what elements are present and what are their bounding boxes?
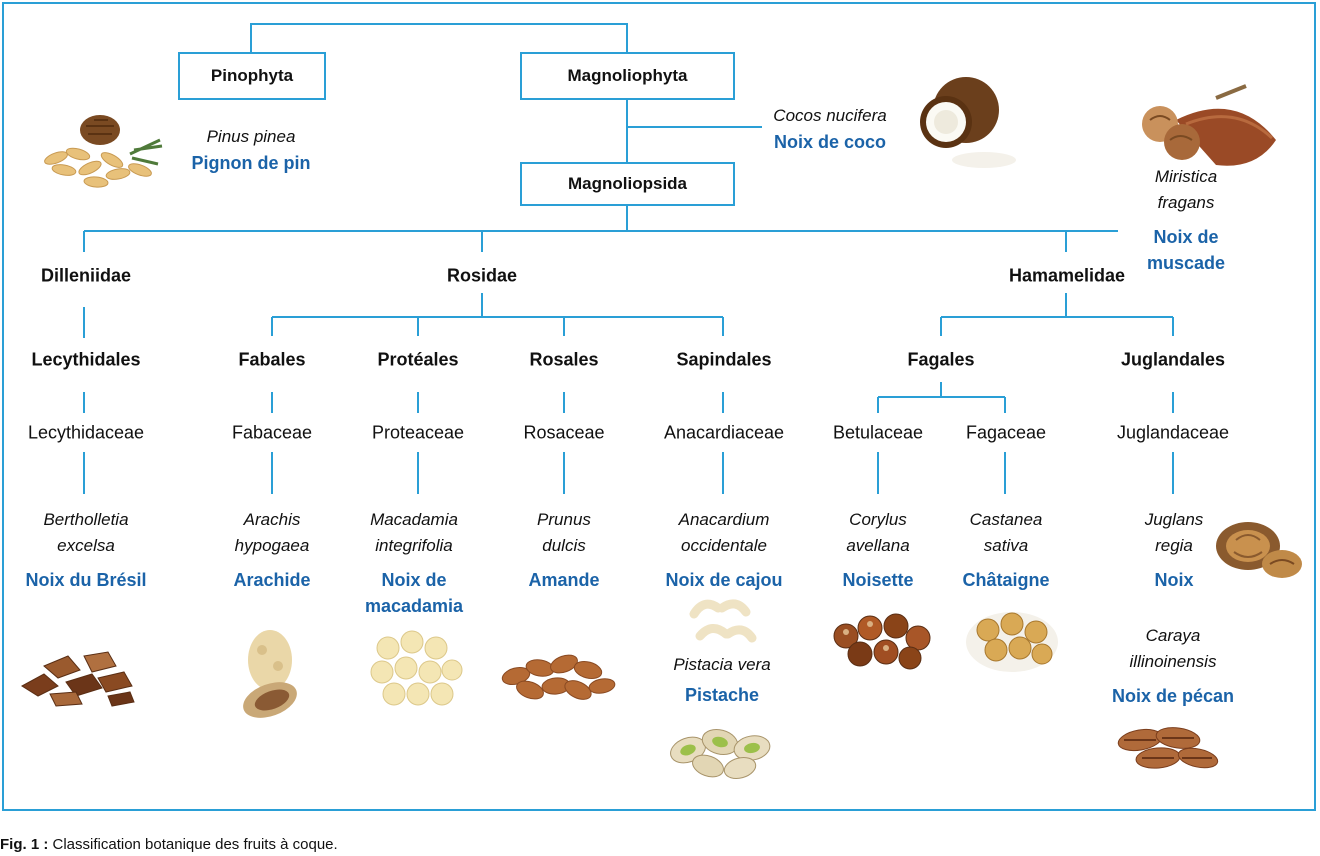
latin-name: Pinus pinea [206,127,296,146]
species-macadamia: Macadamia integrifolia Noix de macadamia [365,507,463,619]
latin-name-line1: Juglans [1144,510,1204,529]
latin-name-line1: Corylus [849,510,907,529]
family-betulaceae: Betulaceae [832,422,924,443]
order-rosales: Rosales [529,349,599,370]
latin-name-line2: occidentale [680,536,767,555]
common-name: Pignon de pin [191,153,311,173]
brazil-nuts-image [21,651,135,707]
family-juglandaceae: Juglandaceae [1116,422,1230,443]
species-pinus-pinea: Pinus pinea Pignon de pin [192,124,311,176]
latin-name-line1: Caraya [1145,626,1201,645]
walnut-image [1216,522,1302,578]
common-name: Noix de pécan [1111,686,1235,706]
coconut-image [920,77,1016,168]
common-name: Noisette [842,570,914,590]
chestnut-image [966,612,1058,672]
species-cocos-nucifera: Cocos nucifera Noix de coco [773,103,886,155]
latin-name: Pistacia vera [673,655,771,674]
species-caraya: Caraya illinoinensis Noix de pécan [1112,623,1234,709]
common-name-line2: macadamia [364,596,464,616]
family-fabaceae: Fabaceae [231,422,313,443]
class-magnoliopsida-label: Magnoliopsida [568,174,687,193]
peanut-image [243,630,297,718]
common-name: Arachide [233,570,311,590]
species-miristica-fragans: Miristica fragans Noix de muscade [1147,164,1225,276]
figure-caption-text: Classification botanique des fruits à co… [52,836,338,853]
latin-name-line1: Macadamia [370,510,458,529]
species-juglans: Juglans regia Noix [1145,507,1204,593]
division-magnoliophyta-label: Magnoliophyta [567,66,688,85]
common-name: Noix [1154,570,1194,590]
macadamia-image [370,630,463,706]
nutmeg-image [1142,84,1276,166]
family-rosaceae: Rosaceae [523,422,605,443]
common-name: Châtaigne [962,570,1050,590]
almond-image [501,654,616,700]
order-lecythidales: Lecythidales [31,349,141,370]
class-magnoliopsida-box: Magnoliopsida [520,162,735,206]
latin-name: Cocos nucifera [773,106,887,125]
latin-name-line2: excelsa [57,536,115,555]
latin-name-line1: Arachis [243,510,301,529]
latin-name-line2: fragans [1157,193,1215,212]
order-juglandales: Juglandales [1120,349,1226,370]
pistachio-image [670,729,771,780]
figure-caption-label: Fig. 1 : [0,836,49,853]
order-sapindales: Sapindales [676,349,772,370]
common-name: Noix du Brésil [25,570,147,590]
latin-name-line1: Anacardium [678,510,770,529]
pine-nuts-image [44,115,163,188]
division-magnoliophyta-box: Magnoliophyta [520,52,735,100]
order-proteales: Protéales [377,349,459,370]
latin-name-line2: illinoinensis [1129,652,1217,671]
order-fabales: Fabales [238,349,306,370]
order-fagales: Fagales [907,349,975,370]
latin-name-line1: Prunus [537,510,591,529]
latin-name-line2: hypogaea [234,536,310,555]
division-pinophyta-label: Pinophyta [210,66,294,85]
common-name: Noix de cajou [665,570,783,590]
species-prunus: Prunus dulcis Amande [528,507,599,593]
subclass-dilleniidae: Dilleniidae [40,265,132,286]
latin-name-line1: Castanea [969,510,1043,529]
latin-name-line1: Miristica [1154,167,1218,186]
common-name: Noix de coco [773,132,887,152]
latin-name-line2: regia [1155,536,1193,555]
hazelnut-image [833,613,931,670]
cashew-image [689,599,757,643]
common-name-line1: Noix de [1153,227,1219,247]
latin-name-line2: integrifolia [375,536,453,555]
species-arachis: Arachis hypogaea Arachide [233,507,310,593]
diagram-frame [2,2,1316,811]
latin-name-line1: Bertholletia [43,510,129,529]
division-pinophyta-box: Pinophyta [178,52,326,100]
family-fagaceae: Fagaceae [965,422,1047,443]
species-anacardium: Anacardium occidentale Noix de cajou [665,507,782,593]
family-anacardiaceae: Anacardiaceae [663,422,785,443]
species-castanea: Castanea sativa Châtaigne [962,507,1049,593]
figure-caption: Fig. 1 : Classification botanique des fr… [0,836,338,853]
common-name-line1: Noix de [381,570,447,590]
species-pistacia: Pistacia vera Pistache [673,652,770,708]
latin-name-line2: avellana [846,536,910,555]
family-lecythidaceae: Lecythidaceae [27,422,145,443]
subclass-hamamelidae: Hamamelidae [1008,265,1126,286]
species-corylus: Corylus avellana Noisette [842,507,913,593]
common-name: Pistache [684,685,760,705]
common-name-line2: muscade [1146,253,1226,273]
pecan-image [1117,727,1219,769]
family-proteaceae: Proteaceae [371,422,465,443]
species-bertholletia: Bertholletia excelsa Noix du Brésil [25,507,146,593]
subclass-rosidae: Rosidae [446,265,518,286]
latin-name-line2: dulcis [542,536,586,555]
latin-name-line2: sativa [983,536,1029,555]
common-name: Amande [528,570,600,590]
